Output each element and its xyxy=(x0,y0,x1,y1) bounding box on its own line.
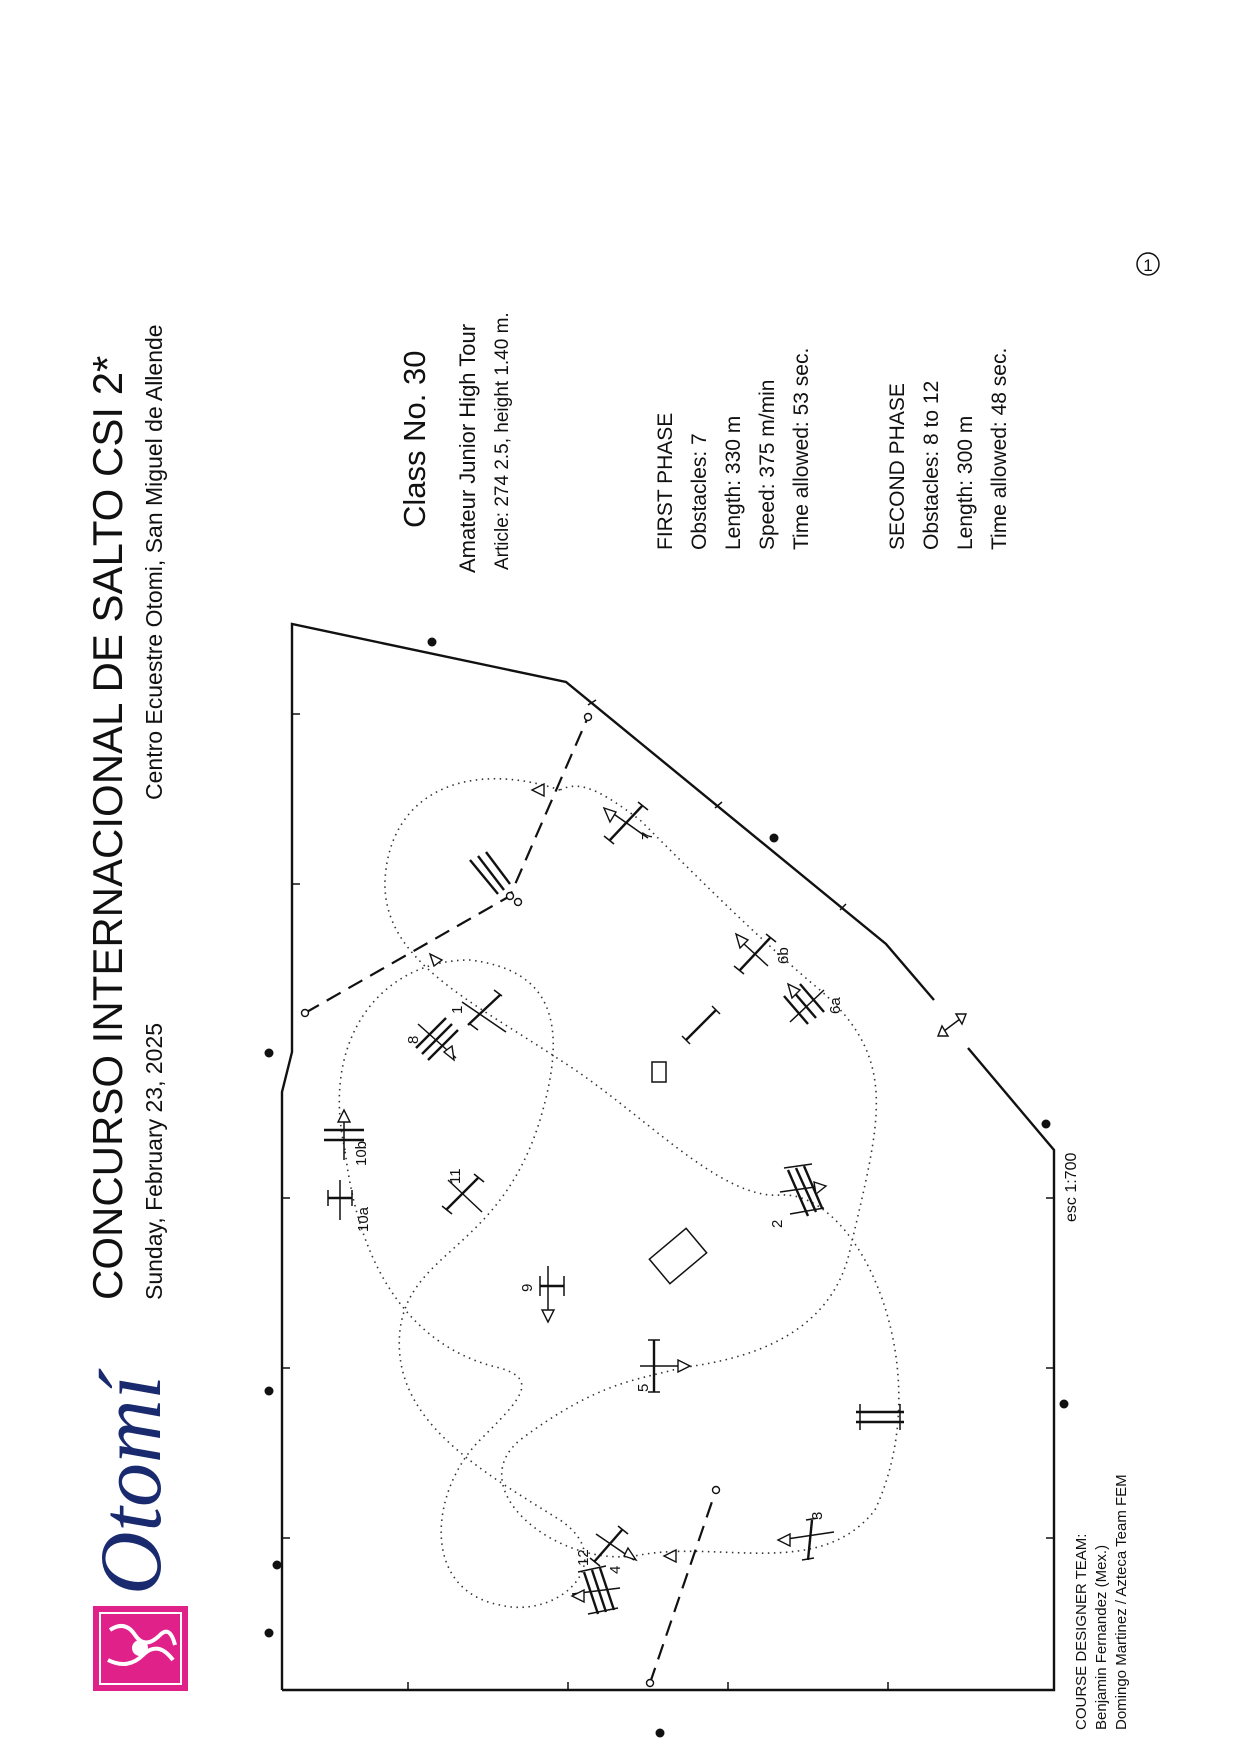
obstacle-2-label: 2 xyxy=(769,1220,786,1228)
page-number: 1 xyxy=(1143,256,1152,275)
path-direction-arrows xyxy=(428,782,677,1564)
obstacle-6b-label: 6b xyxy=(775,947,792,964)
obstacle-8: 8 xyxy=(405,1017,459,1062)
second-phase-block: SECOND PHASE Obstacles: 8 to 12 Length: … xyxy=(886,348,1011,550)
obstacle-5: 5 xyxy=(635,1339,692,1393)
page-title: CONCURSO INTERNACIONAL DE SALTO CSI 2* xyxy=(84,356,131,1300)
obstacle-5-label: 5 xyxy=(635,1384,652,1392)
unlabeled-vertical-center xyxy=(681,1005,721,1045)
class-name: Amateur Junior High Tour xyxy=(455,324,480,573)
first-phase-title: FIRST PHASE xyxy=(654,413,677,550)
obstacle-10a: 10a xyxy=(327,1180,372,1232)
obstacle-7: 7 xyxy=(602,801,656,845)
page-number-badge: 1 xyxy=(1136,252,1160,276)
event-venue: Centro Ecuestre Otomi, San Miguel de All… xyxy=(141,324,167,800)
obstacle-10b: 10b xyxy=(324,1108,370,1166)
obstacle-6a-label: 6a xyxy=(827,997,844,1014)
obstacle-9-label: 9 xyxy=(519,1284,536,1292)
obstacle-11: 11 xyxy=(441,1168,485,1215)
designer-line-1: Benjamin Fernandez (Mex.) xyxy=(1093,1545,1110,1730)
obstacle-9: 9 xyxy=(519,1266,565,1324)
judge-box xyxy=(651,1061,667,1083)
second-phase-obstacles: Obstacles: 8 to 12 xyxy=(920,381,943,550)
first-phase-block: FIRST PHASE Obstacles: 7 Length: 330 m S… xyxy=(654,348,813,550)
start-finish-lines xyxy=(300,712,721,1688)
obstacle-6a: 6a xyxy=(783,982,844,1025)
second-phase-length: Length: 300 m xyxy=(954,416,977,550)
first-phase-length: Length: 330 m xyxy=(722,416,745,550)
arena-gate-arrow xyxy=(936,1013,968,1037)
arena-outline xyxy=(264,622,1069,1738)
obstacle-8-label: 8 xyxy=(405,1036,422,1044)
second-phase-title: SECOND PHASE xyxy=(886,383,909,550)
obstacle-10a-label: 10a xyxy=(355,1206,372,1232)
obstacle-2: 2 xyxy=(769,1163,828,1228)
logo-wordmark: Otomí xyxy=(83,1368,180,1595)
designer-title: COURSE DESIGNER TEAM: xyxy=(1073,1534,1090,1730)
class-number: Class No. 30 xyxy=(397,351,432,528)
obstacle-3: 3 xyxy=(776,1512,835,1561)
obstacle-10b-label: 10b xyxy=(353,1141,370,1166)
unlabeled-double-oxer xyxy=(469,851,511,895)
unlabeled-double-vertical xyxy=(856,1404,904,1430)
designer-credits: COURSE DESIGNER TEAM: Benjamin Fernandez… xyxy=(1073,1474,1130,1730)
obstacle-1: 1 xyxy=(449,989,507,1033)
first-phase-time: Time allowed: 53 sec. xyxy=(790,348,813,550)
obstacle-7-label: 7 xyxy=(639,832,656,840)
obstacle-3-label: 3 xyxy=(809,1512,826,1520)
scale-label: esc 1:700 xyxy=(1063,1153,1080,1222)
designer-line-2: Domingo Martinez / Azteca Team FEM xyxy=(1113,1474,1130,1730)
center-platform xyxy=(648,1227,708,1285)
obstacles: 1 2 3 xyxy=(324,782,904,1615)
class-article: Article: 274 2.5, height 1.40 m. xyxy=(492,312,513,570)
obstacle-4: 4 xyxy=(570,1565,624,1615)
obstacle-12-label: 12 xyxy=(575,1549,592,1566)
obstacle-1-label: 1 xyxy=(449,1006,466,1014)
event-date: Sunday, February 23, 2025 xyxy=(141,1023,167,1300)
obstacle-4-label: 4 xyxy=(607,1566,624,1574)
logo-emblem xyxy=(93,1606,188,1691)
first-phase-obstacles: Obstacles: 7 xyxy=(688,433,711,550)
obstacle-6b: 6b xyxy=(733,932,792,975)
logo: Otomí xyxy=(83,1368,188,1691)
obstacle-11-label: 11 xyxy=(447,1168,464,1184)
obstacle-12: 12 xyxy=(575,1525,638,1567)
second-phase-time: Time allowed: 48 sec. xyxy=(988,348,1011,550)
first-phase-speed: Speed: 375 m/min xyxy=(756,380,779,550)
